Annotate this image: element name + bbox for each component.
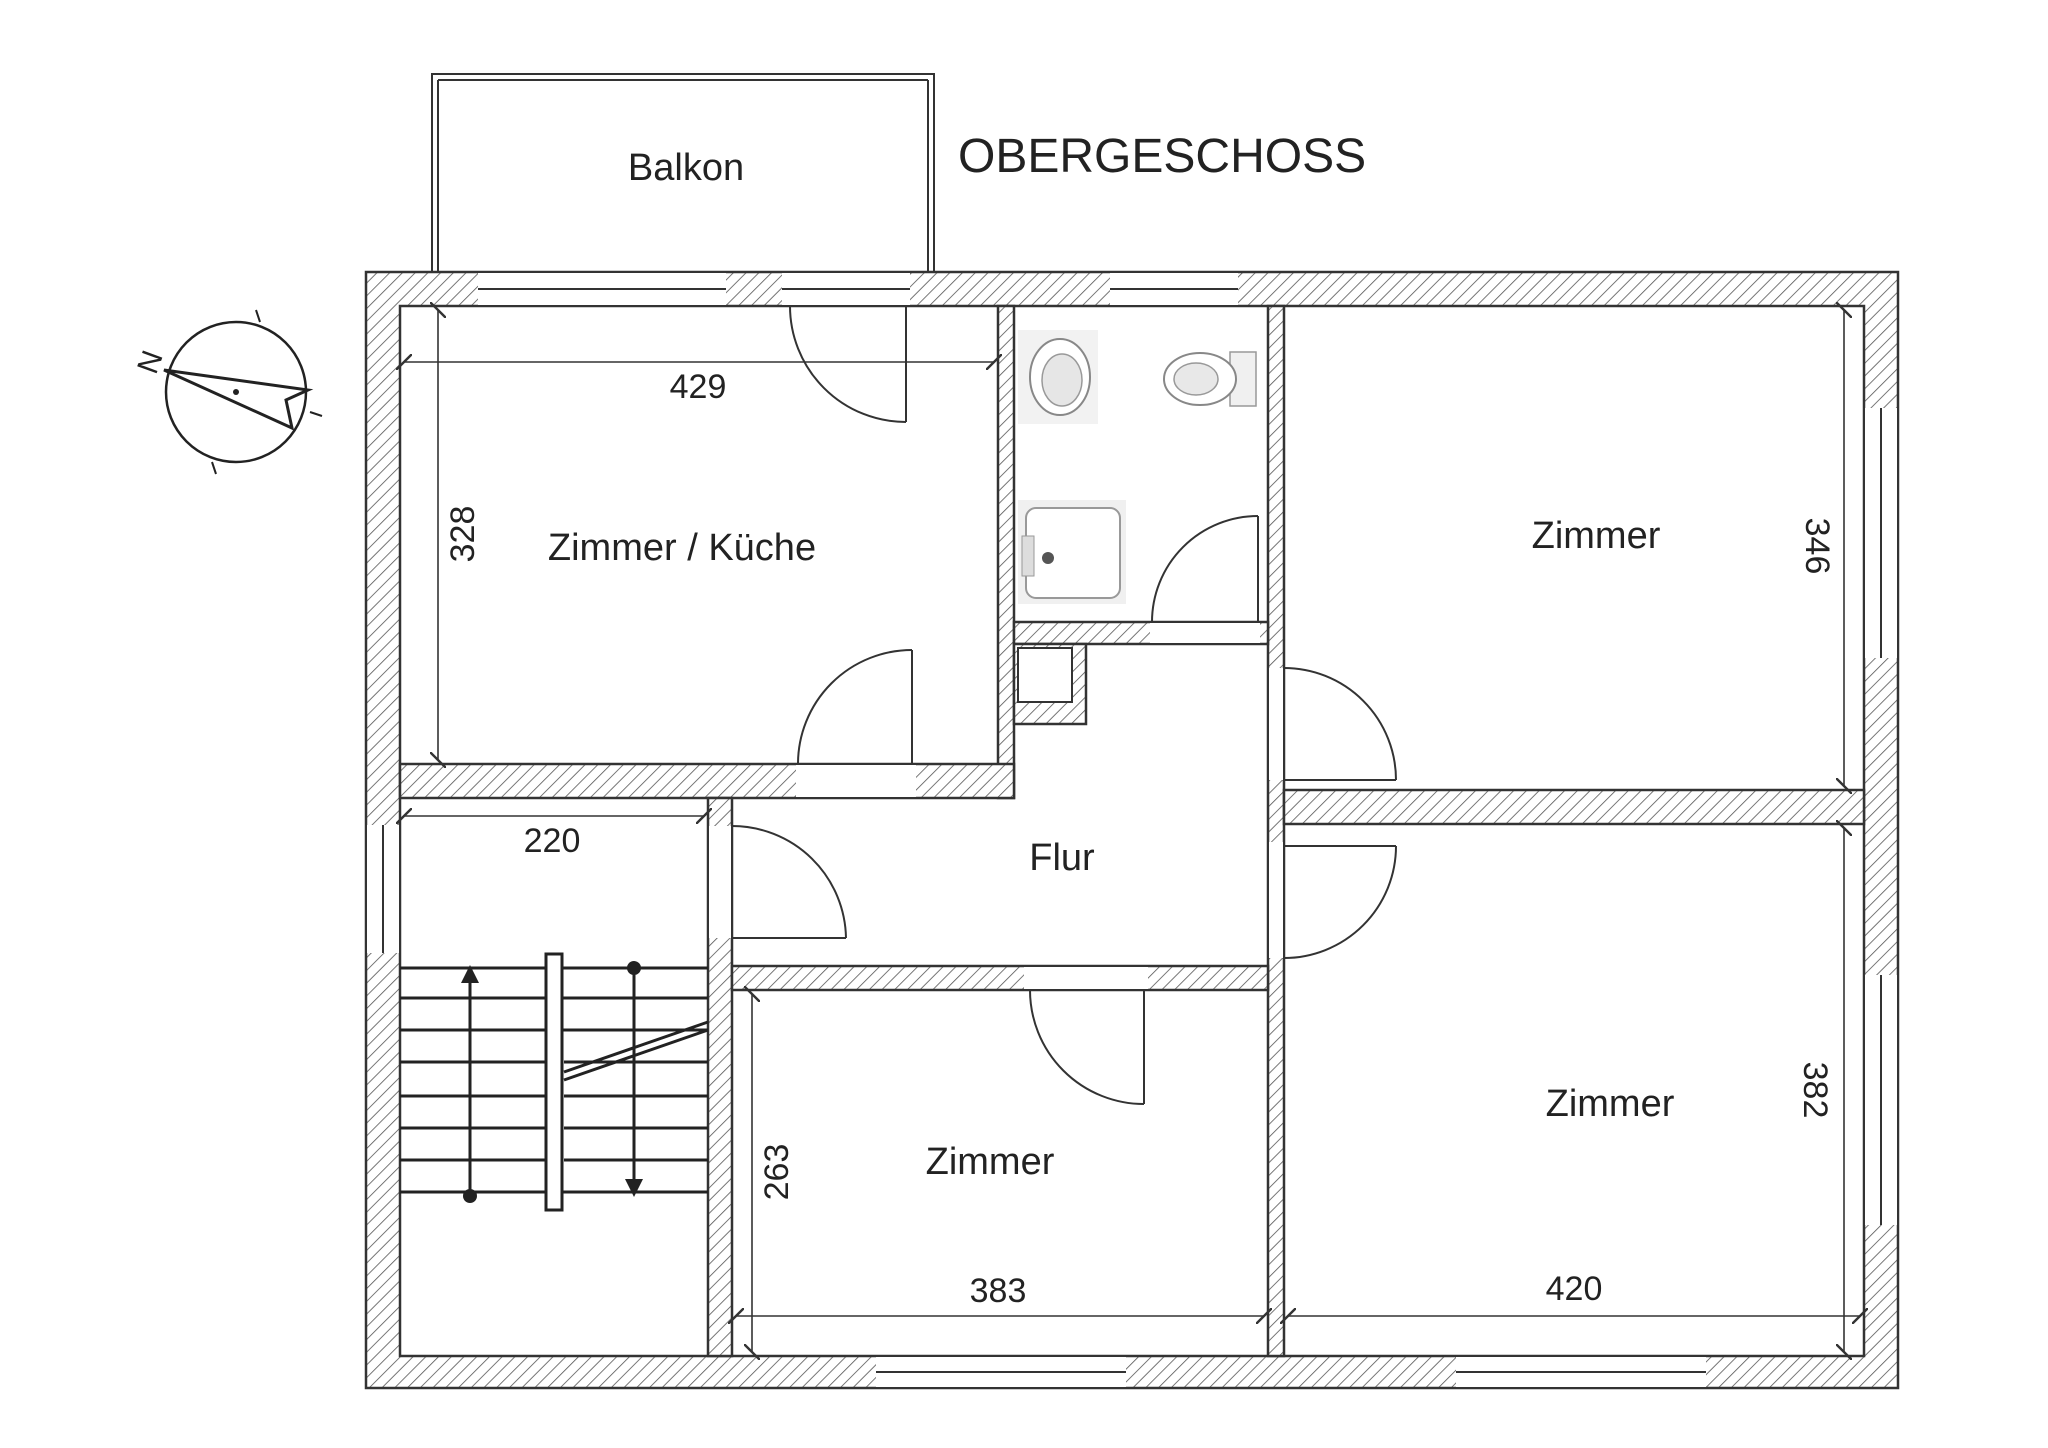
door-gap (1269, 668, 1283, 780)
door-gap (1150, 623, 1260, 643)
outer-wall (364, 270, 1900, 1390)
room-label-kitchen: Zimmer / Küche (548, 527, 816, 569)
interior-wall-bath-room (1266, 304, 1286, 1358)
door-room-ne (1283, 667, 1397, 781)
interior-wall-kitchen-bath (996, 304, 1016, 800)
shaft (1017, 647, 1073, 703)
door-kitchen-balcony (789, 305, 907, 423)
interior-wall-kitchen-stair (398, 762, 1016, 800)
door-gap (1269, 842, 1283, 958)
door-room-se (1283, 845, 1397, 959)
room-label-ne: Zimmer (1532, 515, 1661, 557)
shower-tray-fixture (1018, 500, 1126, 604)
room-label-balkon: Balkon (628, 147, 744, 189)
dimension-label: 220 (524, 822, 581, 860)
dimension-label: 382 (1796, 1062, 1834, 1119)
interior-wall-flur-room-s (730, 964, 1270, 992)
dimension-label: 346 (1798, 518, 1836, 575)
interior-wall-rooms-ne-se (1282, 788, 1866, 826)
staircase (400, 952, 709, 1212)
dimension-label: 328 (444, 506, 482, 563)
dimension-label: 420 (1546, 1270, 1603, 1308)
door-gap (709, 826, 731, 938)
door-room-s (1029, 989, 1145, 1105)
toilet-fixture (1163, 351, 1257, 407)
sink-fixture (1018, 330, 1098, 424)
compass-north-label: N (131, 346, 169, 378)
door-stair-flur (731, 825, 847, 939)
room-label-se: Zimmer (1546, 1083, 1675, 1125)
dimension-label: 383 (970, 1272, 1027, 1310)
door-gap (796, 765, 916, 797)
dimension-label: 263 (758, 1144, 796, 1201)
door-kitchen-flur (797, 649, 913, 765)
compass: N (131, 309, 323, 475)
floor-title: OBERGESCHOSS (958, 130, 1366, 183)
door-gap (1024, 967, 1148, 989)
room-label-flur: Flur (1029, 837, 1095, 879)
door-bathroom (1151, 515, 1259, 623)
compass-needle-icon (163, 368, 314, 431)
dimension-label: 429 (670, 368, 727, 406)
room-label-s: Zimmer (926, 1141, 1055, 1183)
